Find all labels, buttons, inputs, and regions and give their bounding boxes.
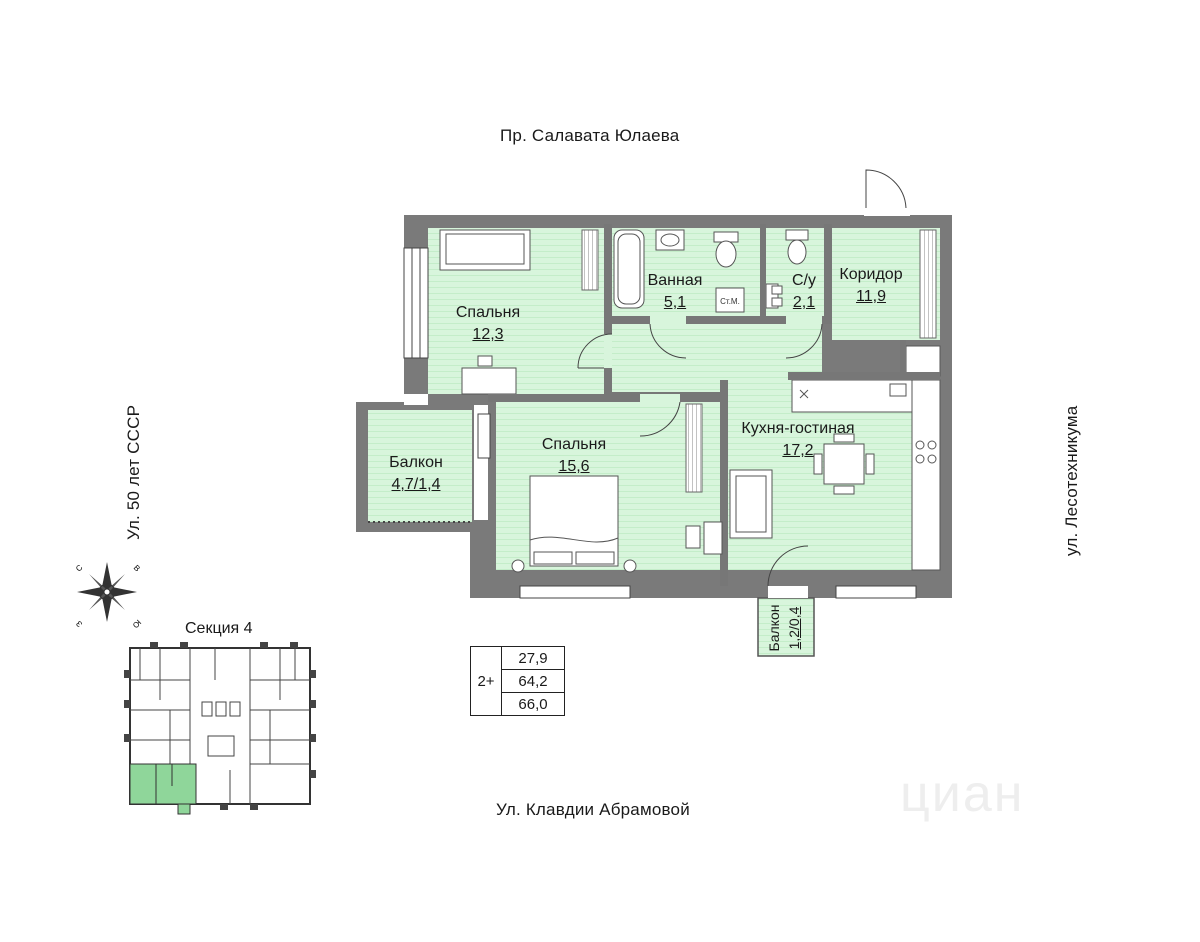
area-with-balconies: 66,0 (501, 692, 565, 716)
compass-letter-n: С (74, 563, 85, 574)
room-label-toilet: С/у 2,1 (792, 272, 816, 311)
compass-rose-icon: С В Ю З (74, 562, 143, 629)
street-south: Ул. Клавдии Абрамовой (496, 800, 690, 819)
room-label-bedroom-1: Спальня 12,3 (455, 304, 521, 343)
total-area: 64,2 (501, 669, 565, 693)
compass-letter-e: В (132, 563, 142, 573)
apartment-type: 2+ (470, 646, 502, 716)
room-label-bedroom-2: Спальня 15,6 (541, 436, 607, 475)
street-north: Пр. Салавата Юлаева (500, 126, 680, 145)
room-label-corridor: Коридор 11,9 (839, 266, 903, 305)
area-summary-table: 2+ 27,9 64,2 66,0 (470, 646, 565, 716)
section-label: Секция 4 (185, 620, 253, 637)
room-label-kitchen: Кухня-гостиная 17,2 (741, 420, 855, 459)
room-hall-2 (722, 340, 788, 392)
section-mini-plan (124, 642, 316, 815)
living-area: 27,9 (501, 646, 565, 670)
room-label-balcony-south: Балкон 1,2/0,4 (766, 604, 802, 652)
washer-label: Ст.М. (720, 297, 740, 306)
room-label-bathroom: Ванная 5,1 (647, 272, 703, 311)
watermark-logo: циан (900, 765, 1025, 823)
compass-letter-w: З (74, 619, 84, 629)
room-label-balcony-west: Балкон 4,7/1,4 (389, 454, 443, 493)
compass-letter-s: Ю (131, 618, 143, 629)
